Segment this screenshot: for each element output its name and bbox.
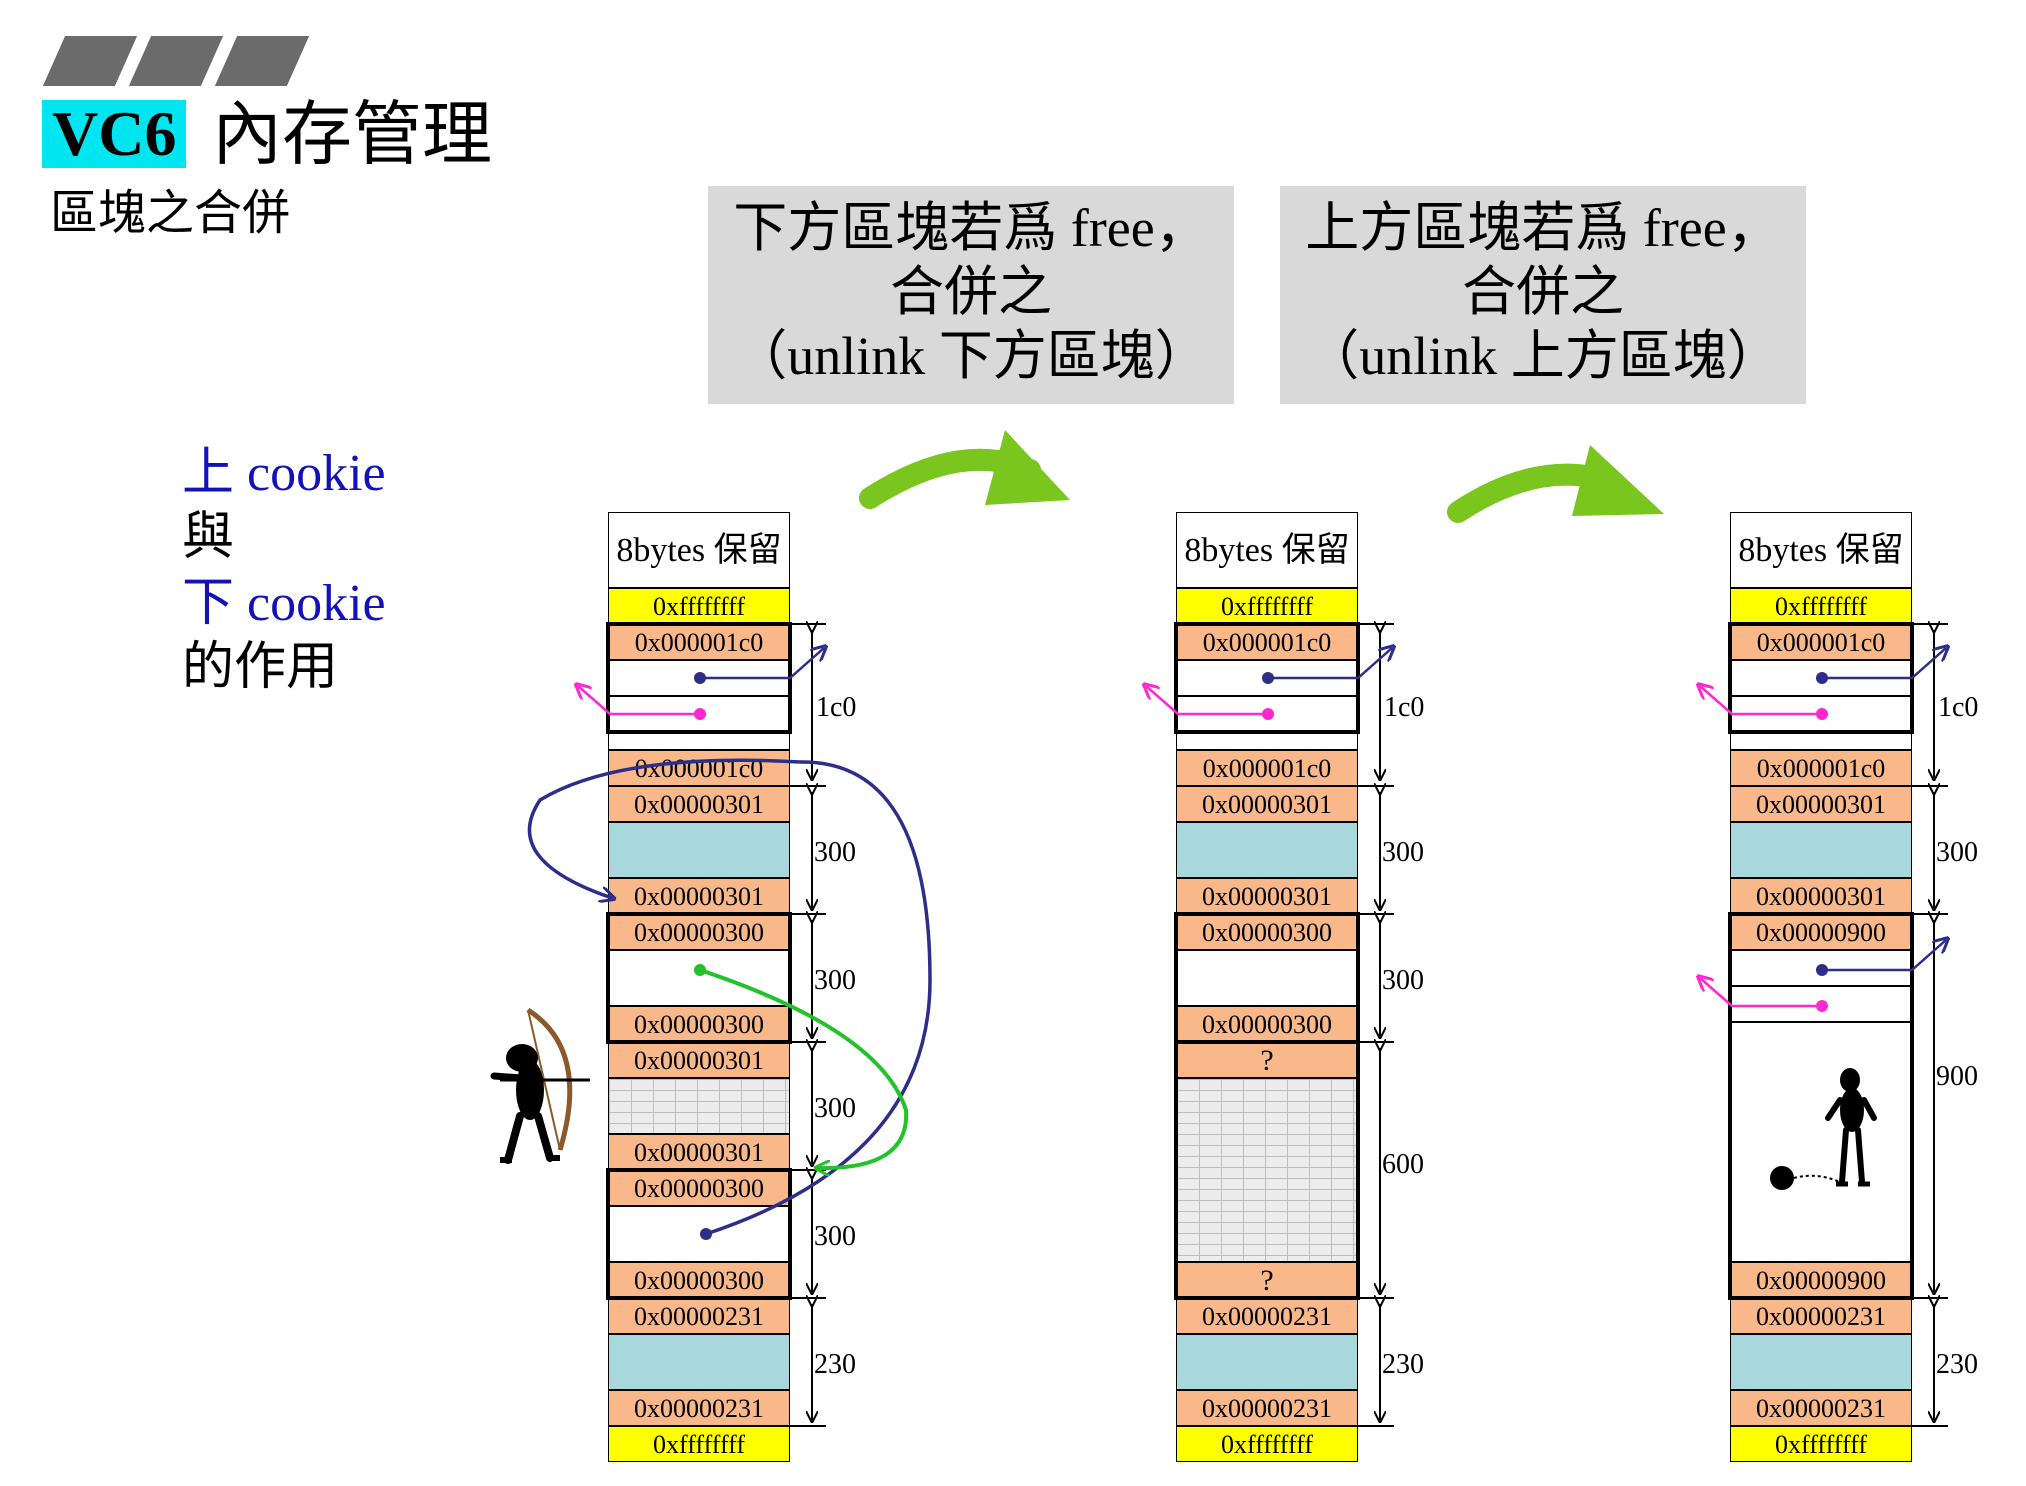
reserved-8bytes-header: 8bytes 保留 <box>608 512 790 588</box>
callout-line: （unlink 下方區塊） <box>733 326 1209 386</box>
sentinel-cell: 0xffffffff <box>1176 1426 1358 1462</box>
cookie-cell: 0x00000231 <box>1176 1298 1358 1334</box>
freed-block-cell <box>608 1078 790 1134</box>
page-subtitle: 區塊之合併 <box>50 185 291 241</box>
sentinel-cell: 0xffffffff <box>1730 1426 1912 1462</box>
callout-merge-upper: 上方區塊若爲 free， 合併之 （unlink 上方區塊） <box>1280 186 1806 404</box>
block-size-label: 1c0 <box>1936 692 1981 723</box>
page-title: 內存管理 <box>212 93 492 175</box>
merged-block-frame <box>1728 912 1914 1300</box>
upper-mark: 上 <box>182 445 235 502</box>
block-size-label: 300 <box>812 1221 858 1252</box>
block-size-label: 300 <box>812 1093 858 1124</box>
curved-green-arrow-icon <box>859 430 1070 509</box>
cookie-cell: 0x000001c0 <box>1176 624 1358 660</box>
free-space-cell <box>608 1206 790 1262</box>
allocated-data-cell <box>608 822 790 878</box>
size-span-arrows <box>790 624 1948 1427</box>
cookie-cell: 0x00000301 <box>608 878 790 914</box>
cookie-cell: 0x000001c0 <box>608 624 790 660</box>
allocated-data-cell <box>608 1334 790 1390</box>
cookie-cell: 0x00000231 <box>1176 1390 1358 1426</box>
callout-merge-lower: 下方區塊若爲 free， 合併之 （unlink 下方區塊） <box>708 186 1234 404</box>
merged-freed-block-cell <box>1176 1078 1358 1262</box>
sentinel-cell: 0xffffffff <box>608 1426 790 1462</box>
callout-line: 合併之 <box>890 262 1052 322</box>
cookie-cell: 0x00000231 <box>608 1298 790 1334</box>
callout-line: 下方區塊若爲 free， <box>733 198 1209 258</box>
cookie-cell: 0x000001c0 <box>1176 750 1358 786</box>
cookie-cell: 0x00000301 <box>608 1134 790 1170</box>
allocated-data-cell <box>1730 822 1912 878</box>
cookie-cell: 0x00000900 <box>1730 914 1912 950</box>
side-line-upper-cookie: 上 cookie <box>182 444 386 504</box>
cookie-cell: 0x00000231 <box>1730 1390 1912 1426</box>
block-size-label: 300 <box>1380 837 1426 868</box>
reserved-8bytes-header: 8bytes 保留 <box>1176 512 1358 588</box>
block-size-label: 300 <box>812 965 858 996</box>
side-line-and: 與 <box>182 509 235 566</box>
side-line-purpose: 的作用 <box>182 639 339 696</box>
allocated-data-cell <box>1176 1334 1358 1390</box>
callout-line: 合併之 <box>1462 262 1624 322</box>
lower-cookie-word: cookie <box>247 575 386 632</box>
cookie-cell: 0x00000300 <box>608 914 790 950</box>
cookie-cell: 0x00000300 <box>1176 1006 1358 1042</box>
free-block-frame <box>606 912 792 1044</box>
curved-green-arrow-icon <box>1447 445 1664 523</box>
callout-line: （unlink 上方區塊） <box>1305 326 1781 386</box>
free-list-pointers <box>578 648 1946 1012</box>
block-size-label: 900 <box>1934 1061 1980 1092</box>
block-size-label: 1c0 <box>814 692 859 723</box>
merged-block-frame <box>1174 1040 1360 1300</box>
cookie-cell: 0x00000301 <box>608 786 790 822</box>
free-space-cell <box>608 950 790 1006</box>
allocated-data-cell <box>1176 822 1358 878</box>
block-size-label: 300 <box>1934 837 1980 868</box>
cookie-cell: 0x00000301 <box>1730 878 1912 914</box>
block-size-label: 230 <box>1934 1349 1980 1380</box>
cookie-cell: 0x00000301 <box>1176 786 1358 822</box>
free-block-frame <box>606 1168 792 1300</box>
callout-line: 上方區塊若爲 free， <box>1305 198 1781 258</box>
block-size-label: 300 <box>1380 965 1426 996</box>
cookie-cell: 0x00000301 <box>608 1042 790 1078</box>
cookie-cell: 0x000001c0 <box>1730 750 1912 786</box>
block-size-label: 600 <box>1380 1149 1426 1180</box>
block-size-label: 1c0 <box>1382 692 1427 723</box>
reserved-8bytes-header: 8bytes 保留 <box>1730 512 1912 588</box>
cookie-cell: 0x00000231 <box>608 1390 790 1426</box>
unknown-cookie-cell: ? <box>1176 1262 1358 1298</box>
prisoner-ball-chain-icon <box>1770 1068 1877 1190</box>
cookie-lookup-curves <box>527 758 932 1240</box>
sentinel-cell: 0xffffffff <box>608 588 790 624</box>
free-space-cell <box>1176 950 1358 1006</box>
block-size-label: 300 <box>812 837 858 868</box>
block-size-label: 230 <box>812 1349 858 1380</box>
sentinel-cell: 0xffffffff <box>1176 588 1358 624</box>
lower-mark: 下 <box>182 575 235 632</box>
upper-cookie-word: cookie <box>247 445 386 502</box>
cookie-cell: 0x00000301 <box>1730 786 1912 822</box>
cookie-cell: 0x00000300 <box>608 1006 790 1042</box>
title-highlight: VC6 <box>42 100 187 168</box>
archer-figure-icon <box>490 1007 590 1164</box>
side-line-lower-cookie: 下 cookie <box>182 574 386 634</box>
allocated-data-cell <box>1730 1334 1912 1390</box>
block-size-label: 230 <box>1380 1349 1426 1380</box>
cookie-cell: 0x00000301 <box>1176 878 1358 914</box>
